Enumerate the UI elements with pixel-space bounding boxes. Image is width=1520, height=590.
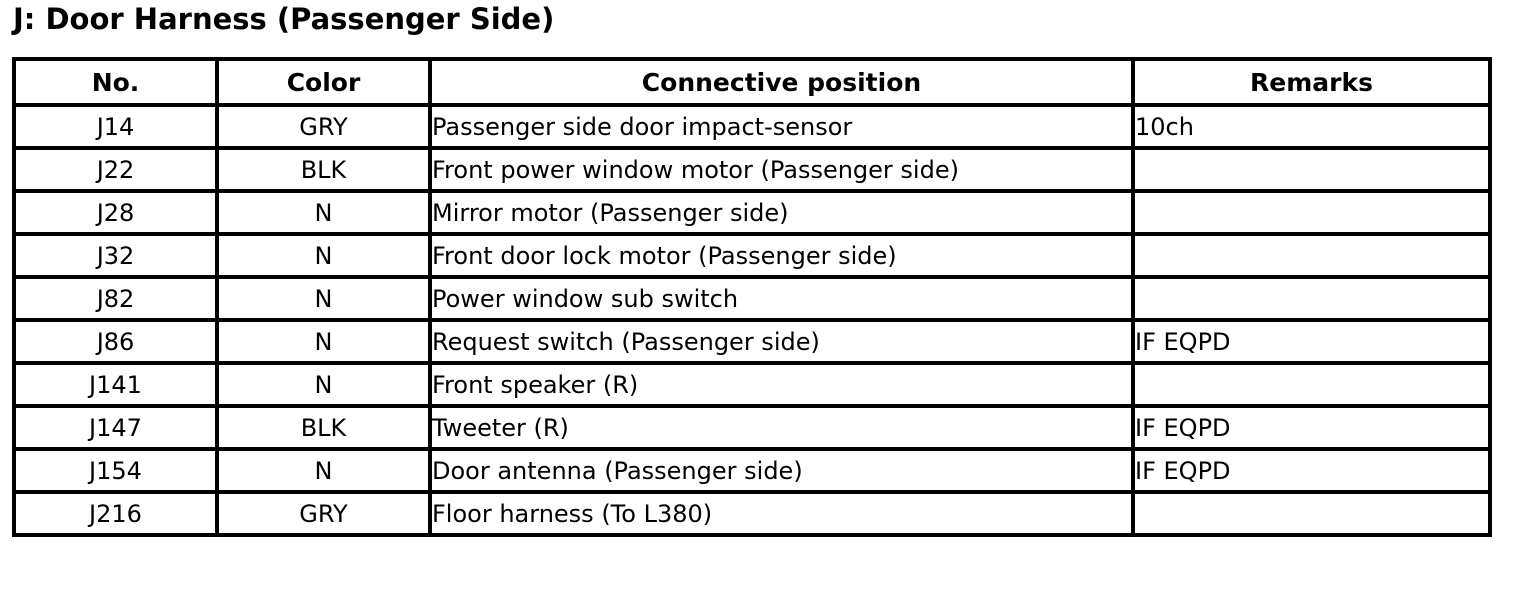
cell-position: Front power window motor (Passenger side… [428,146,1135,193]
cell-color: N [215,275,432,322]
cell-color: N [215,189,432,236]
cell-color: GRY [215,490,432,537]
cell-color: BLK [215,146,432,193]
cell-color: N [215,318,432,365]
cell-color: N [215,447,432,494]
table-header-row: No. Color Connective position Remarks [12,57,1492,107]
col-header-color: Color [215,57,432,107]
cell-position: Front door lock motor (Passenger side) [428,232,1135,279]
cell-remarks [1131,275,1492,322]
col-header-no: No. [12,57,219,107]
cell-remarks [1131,189,1492,236]
table-row: J216 GRY Floor harness (To L380) [12,490,1492,537]
page-title: J: Door Harness (Passenger Side) [13,2,555,36]
table-row: J141 N Front speaker (R) [12,361,1492,408]
cell-no: J14 [12,103,219,150]
cell-remarks: 10ch [1131,103,1492,150]
cell-position: Floor harness (To L380) [428,490,1135,537]
cell-position: Door antenna (Passenger side) [428,447,1135,494]
cell-no: J28 [12,189,219,236]
cell-no: J86 [12,318,219,365]
table-row: J82 N Power window sub switch [12,275,1492,322]
cell-position: Power window sub switch [428,275,1135,322]
cell-color: GRY [215,103,432,150]
table-row: J154 N Door antenna (Passenger side) IF … [12,447,1492,494]
table-row: J86 N Request switch (Passenger side) IF… [12,318,1492,365]
cell-remarks [1131,232,1492,279]
cell-no: J82 [12,275,219,322]
table-row: J22 BLK Front power window motor (Passen… [12,146,1492,193]
cell-color: N [215,361,432,408]
cell-remarks: IF EQPD [1131,318,1492,365]
cell-color: BLK [215,404,432,451]
cell-no: J22 [12,146,219,193]
cell-position: Tweeter (R) [428,404,1135,451]
table-row: J28 N Mirror motor (Passenger side) [12,189,1492,236]
cell-no: J154 [12,447,219,494]
col-header-position: Connective position [428,57,1135,107]
cell-position: Request switch (Passenger side) [428,318,1135,365]
table-row: J32 N Front door lock motor (Passenger s… [12,232,1492,279]
cell-position: Passenger side door impact-sensor [428,103,1135,150]
col-header-remarks: Remarks [1131,57,1492,107]
cell-no: J32 [12,232,219,279]
cell-remarks [1131,490,1492,537]
cell-remarks: IF EQPD [1131,404,1492,451]
cell-position: Mirror motor (Passenger side) [428,189,1135,236]
cell-remarks [1131,361,1492,408]
harness-table: No. Color Connective position Remarks J1… [12,57,1492,537]
cell-no: J141 [12,361,219,408]
cell-remarks: IF EQPD [1131,447,1492,494]
table-row: J147 BLK Tweeter (R) IF EQPD [12,404,1492,451]
cell-remarks [1131,146,1492,193]
cell-no: J147 [12,404,219,451]
cell-position: Front speaker (R) [428,361,1135,408]
table-row: J14 GRY Passenger side door impact-senso… [12,103,1492,150]
cell-no: J216 [12,490,219,537]
cell-color: N [215,232,432,279]
